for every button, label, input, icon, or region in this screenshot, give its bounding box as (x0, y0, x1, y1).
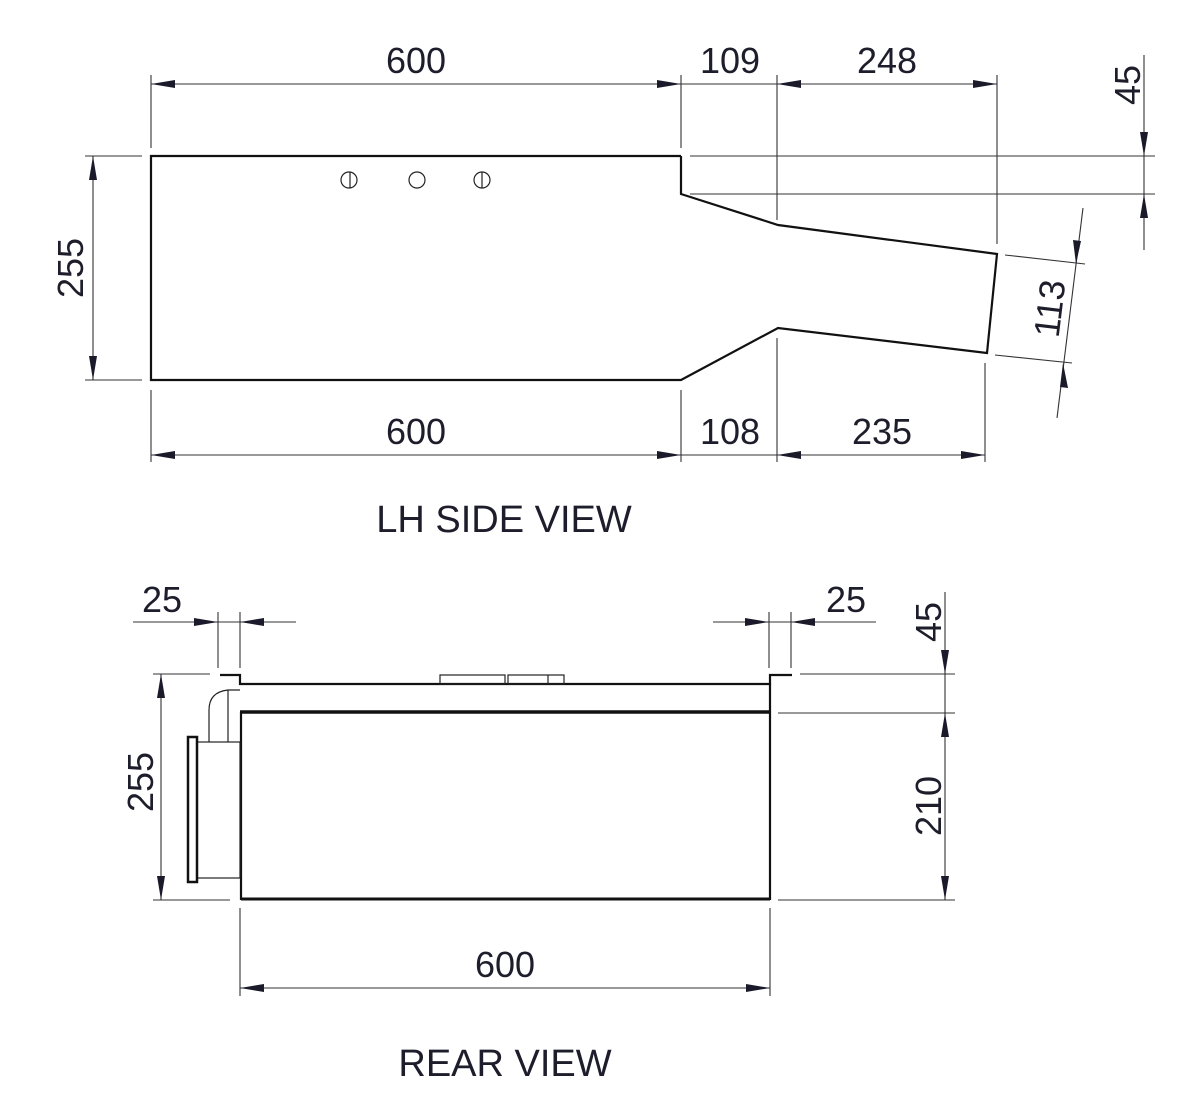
control-pod (507, 674, 565, 685)
knob-icon (408, 171, 426, 189)
dim-body-height: 210 (908, 776, 949, 836)
duct-flange (186, 735, 199, 884)
dim-rear-height: 255 (120, 752, 161, 812)
dim-bottom-length: 600 (386, 411, 446, 452)
dim-height: 255 (50, 238, 91, 298)
side-view: 600 109 248 45 255 113 600 108 235 LH SI… (50, 40, 1155, 541)
control-pod (439, 674, 506, 685)
rear-top-plate (220, 673, 792, 686)
dim-top-offset: 45 (908, 602, 949, 642)
duct-spigot (196, 741, 241, 879)
dim-top-transition: 109 (700, 40, 760, 81)
dim-bottom-transition: 108 (700, 411, 760, 452)
dim-outlet-height: 113 (1026, 277, 1074, 339)
dim-right-flange: 25 (826, 579, 866, 620)
dim-bottom-outlet: 235 (852, 411, 912, 452)
dim-left-flange: 25 (142, 579, 182, 620)
dim-rear-width: 600 (475, 944, 535, 985)
dim-top-outlet: 248 (857, 40, 917, 81)
duct-elbow (208, 689, 240, 742)
side-body-outline (149, 154, 999, 382)
side-view-title: LH SIDE VIEW (376, 499, 632, 541)
knob-icon (340, 171, 358, 189)
dim-top-length: 600 (386, 40, 446, 81)
dim-offset: 45 (1107, 65, 1148, 105)
knob-icons (340, 171, 491, 189)
rear-view: 25 25 255 45 210 600 REAR VIEW (120, 579, 955, 1085)
rear-view-title: REAR VIEW (398, 1043, 611, 1085)
